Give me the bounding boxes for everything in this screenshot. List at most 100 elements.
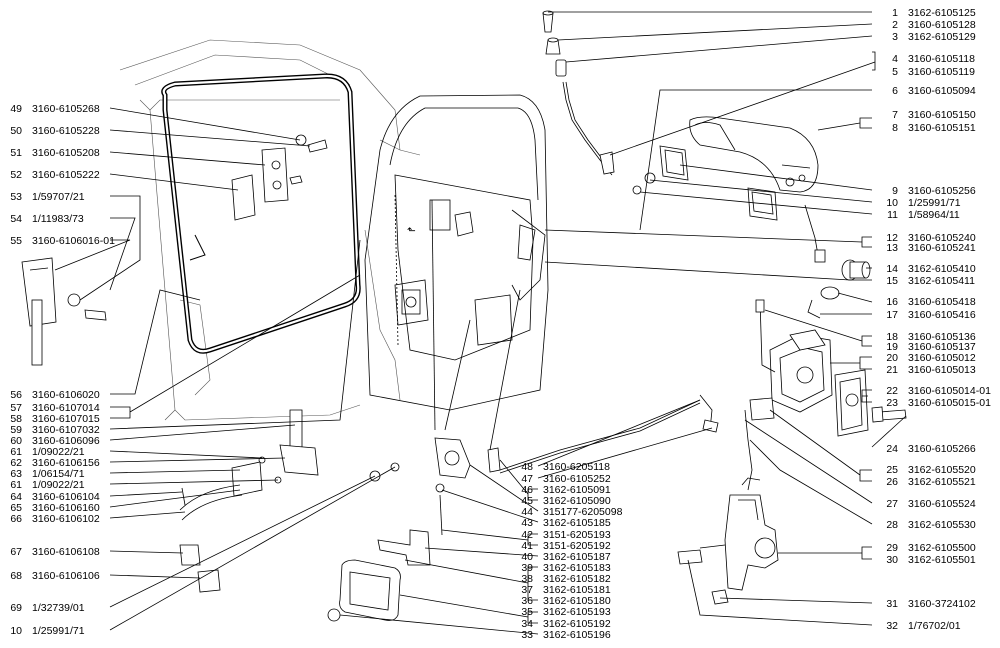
part-number: 3160-6105013 [908, 364, 976, 376]
part-number: 3160-6106104 [32, 491, 100, 503]
callout-number: 5 [892, 66, 898, 78]
callout-number: 17 [886, 309, 898, 321]
callout-number: 61 [10, 446, 22, 458]
part-number: 3160-6105268 [32, 103, 100, 115]
part-number: 3151-6205192 [543, 540, 611, 552]
part-number: 3160-6105524 [908, 498, 976, 510]
callout-number: 64 [10, 491, 22, 503]
part-number: 1/09022/21 [32, 479, 85, 491]
callout-number: 37 [521, 584, 533, 596]
callout-number: 29 [886, 542, 898, 554]
part-number: 3162-6105411 [908, 275, 975, 287]
callout-number: 62 [10, 457, 22, 469]
callout-number: 13 [886, 242, 898, 254]
part-number: 3160-6105137 [908, 341, 976, 353]
part-number: 3160-6105208 [32, 147, 100, 159]
callout-number: 55 [10, 235, 22, 247]
part-number: 1/32739/01 [32, 602, 85, 614]
part-number: 3160-6106096 [32, 435, 100, 447]
callout-number: 15 [886, 275, 898, 287]
lock-linkage [699, 394, 775, 491]
part-number: 3160-6205118 [543, 461, 610, 473]
inner-handle-assembly [327, 399, 701, 622]
lock-knob-assembly [542, 10, 615, 176]
callout-number: 16 [886, 296, 898, 308]
part-number: 3160-6105252 [543, 473, 611, 485]
part-number: 3162-6105183 [543, 562, 611, 574]
part-number: 3160-6105256 [908, 185, 976, 197]
callout-number: 61 [10, 479, 22, 491]
part-number: 3160-6105418 [908, 296, 976, 308]
part-number: 315177-6205098 [543, 506, 623, 518]
callout-number: 25 [886, 464, 898, 476]
callout-number: 67 [10, 546, 22, 558]
vehicle-body-outline [119, 39, 421, 421]
part-number: 3160-6106108 [32, 546, 100, 558]
callout-number: 9 [892, 185, 898, 197]
callout-number: 6 [892, 85, 898, 97]
callout-number: 23 [886, 397, 898, 409]
part-number: 3160-6105228 [32, 125, 100, 137]
callout-number: 26 [886, 476, 898, 488]
part-number: 3162-6105181 [543, 584, 611, 596]
callout-number: 14 [886, 263, 898, 275]
callout-number: 18 [886, 331, 898, 343]
part-number: 3162-6105193 [543, 606, 611, 618]
part-number: 3160-6105222 [32, 169, 100, 181]
part-number: 1/59707/21 [32, 191, 85, 203]
callout-number: 22 [886, 385, 898, 397]
callout-number: 50 [10, 125, 22, 137]
callout-number: 21 [886, 364, 898, 376]
part-number: 3160-6106016-01 [32, 235, 115, 247]
door-lock-mechanism [755, 299, 833, 413]
callout-number: 35 [521, 606, 533, 618]
callout-number: 27 [886, 498, 898, 510]
callout-number: 1 [892, 7, 898, 19]
callout-number: 24 [886, 443, 898, 455]
callout-number: 19 [886, 341, 898, 353]
part-number: 3162-6105187 [543, 551, 611, 563]
part-number: 1/58964/11 [908, 209, 960, 221]
part-number: 3160-6105015-01 [908, 397, 991, 409]
part-number: 3160-6106106 [32, 570, 100, 582]
part-number: 3162-6105185 [543, 517, 611, 529]
part-number: 1/09022/21 [32, 446, 85, 458]
part-number: 3160-6107015 [32, 413, 100, 425]
lock-cylinder [807, 259, 871, 319]
part-number: 3160-6105241 [908, 242, 976, 254]
part-number: 1/11983/73 [32, 213, 84, 225]
part-number: 3160-6105240 [908, 232, 976, 244]
part-number: 3160-6105266 [908, 443, 976, 455]
callout-number: 48 [521, 461, 533, 473]
part-number: 3160-6106102 [32, 513, 100, 525]
part-number: 3160-6107014 [32, 402, 100, 414]
callout-number: 56 [10, 389, 22, 401]
callout-number: 40 [521, 551, 533, 563]
part-number: 3160-6105118 [908, 53, 975, 65]
callout-number: 33 [521, 629, 533, 641]
part-number: 3162-6105180 [543, 595, 611, 607]
part-number: 3162-6105500 [908, 542, 976, 554]
part-number: 3162-6105091 [543, 484, 611, 496]
part-number: 3160-6105150 [908, 109, 976, 121]
part-number: 3160-6106156 [32, 457, 100, 469]
callout-number: 42 [521, 529, 533, 541]
part-number: 3162-6105530 [908, 519, 976, 531]
part-number: 3160-6105012 [908, 352, 976, 364]
callout-number: 30 [886, 554, 898, 566]
part-number: 3162-6105520 [908, 464, 976, 476]
part-number: 3160-6105119 [908, 66, 975, 78]
callout-number: 2 [892, 19, 898, 31]
part-number: 3160-6105416 [908, 309, 976, 321]
part-number: 3160-6105151 [908, 122, 976, 134]
part-number: 3162-6105182 [543, 573, 611, 585]
callout-number: 38 [521, 573, 533, 585]
callout-number: 8 [892, 122, 898, 134]
part-number: 3162-6105521 [908, 476, 976, 488]
callout-number: 34 [521, 618, 533, 630]
part-number: 3162-6105090 [543, 495, 611, 507]
callout-number: 7 [892, 109, 898, 121]
